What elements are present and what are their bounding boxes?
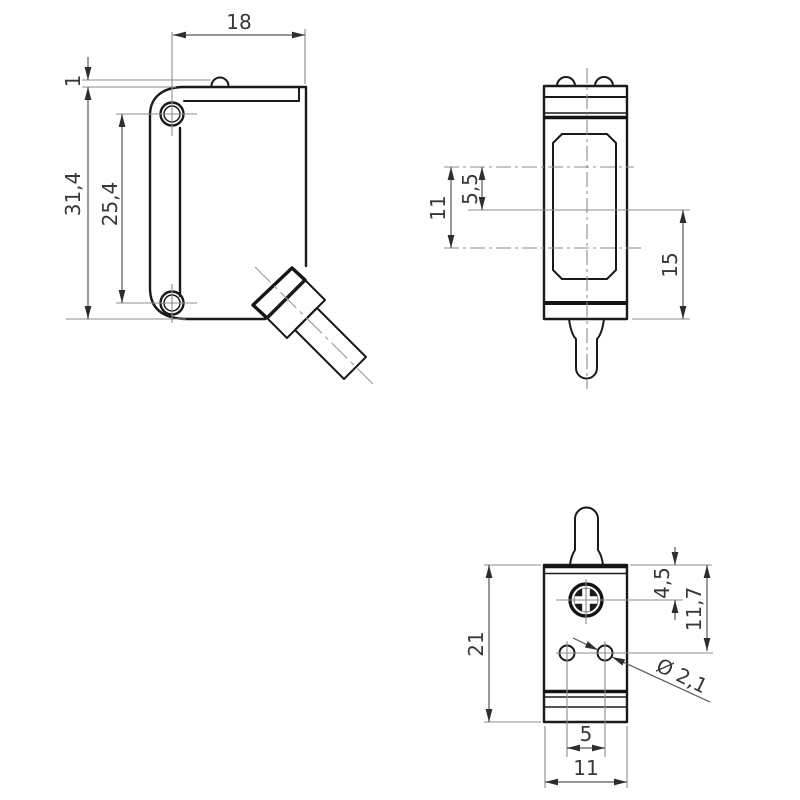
dim-front-mid-to-bottom: 15 <box>658 210 687 319</box>
front-dome-left <box>556 76 576 87</box>
connector-flange <box>251 266 307 320</box>
dim-front-axis-half: 5,5 <box>458 167 486 210</box>
dim-front-axis-spacing: 11 <box>426 167 455 248</box>
dim-side-width: 18 <box>173 10 306 84</box>
leader-upper <box>572 637 599 651</box>
dim-label: 11 <box>573 756 598 780</box>
dim-label: 21 <box>464 631 488 656</box>
dim-back-width: 11 <box>544 726 628 788</box>
dim-label: 25,4 <box>98 182 122 227</box>
connector-45deg <box>251 266 374 385</box>
dim-back-holes-offset: 11,7 <box>682 565 711 651</box>
dim-label: 11,7 <box>682 587 706 632</box>
phillips-screw <box>556 579 683 624</box>
connector-cable <box>294 307 367 380</box>
back-cable <box>569 506 604 566</box>
side-dome <box>210 76 230 87</box>
front-cable <box>568 318 605 380</box>
front-view: 11 5,5 15 <box>426 68 690 389</box>
dim-back-hole-spacing: 5 <box>567 722 605 752</box>
dim-label: 11 <box>426 195 450 220</box>
connector-axis-centerline <box>254 266 374 385</box>
dim-label: Ø 2,1 <box>653 653 712 698</box>
dim-side-height-group: 1 31,4 <box>61 57 211 320</box>
dim-label-31-4: 31,4 <box>61 172 85 217</box>
back-view: Ø 2,1 21 4,5 11,7 5 <box>464 506 713 788</box>
side-body-outline <box>148 85 308 321</box>
dim-side-hole-spacing: 25,4 <box>98 113 158 304</box>
dim-back-height: 21 <box>464 564 541 723</box>
leader-lower <box>611 656 711 703</box>
dim-label: 5,5 <box>458 173 482 205</box>
dim-label: 18 <box>226 10 251 34</box>
side-view: 18 1 31,4 25,4 <box>61 10 374 385</box>
dim-label: 15 <box>658 252 682 277</box>
dim-back-screw-offset: 4,5 <box>630 547 712 620</box>
front-body <box>542 84 629 321</box>
dim-label: 5 <box>580 722 593 746</box>
dim-label: 4,5 <box>650 567 674 599</box>
front-window <box>552 133 617 280</box>
dim-label-1: 1 <box>61 75 85 88</box>
side-top-plate <box>183 86 300 102</box>
connector-barrel <box>266 279 326 339</box>
front-dome-right <box>594 76 614 87</box>
